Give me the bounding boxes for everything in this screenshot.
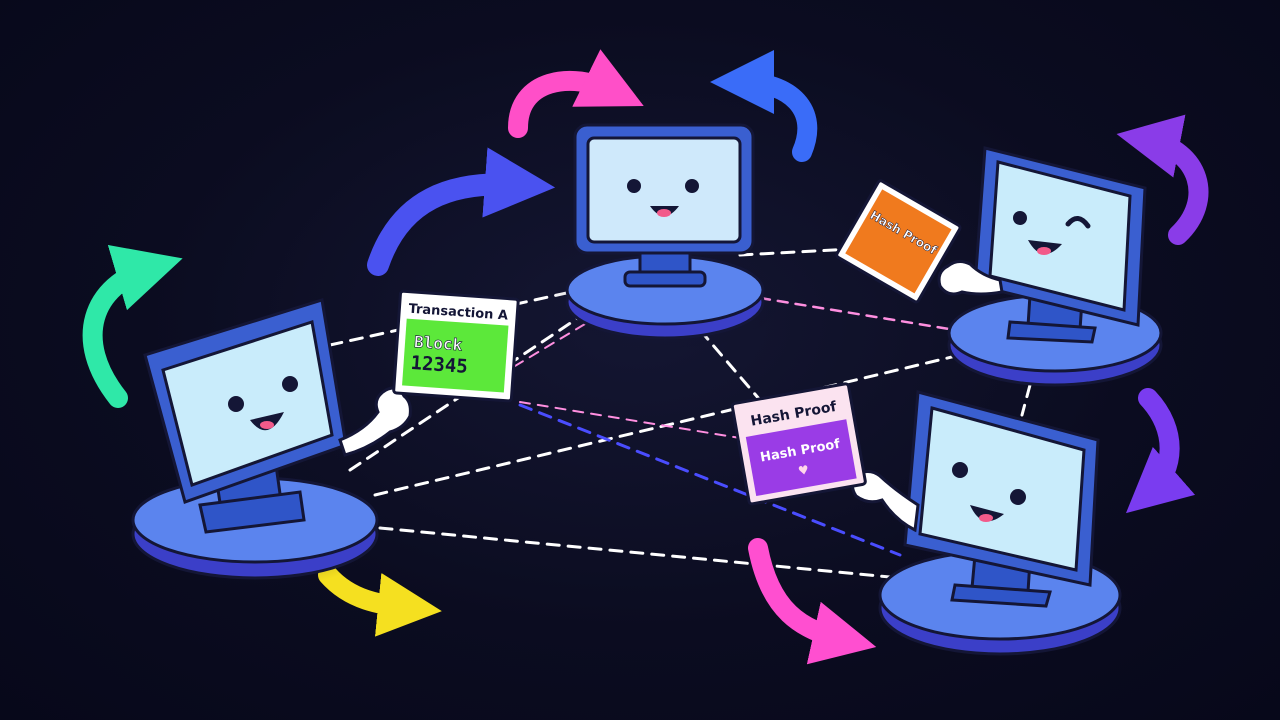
arrow-magenta-icon bbox=[748, 538, 877, 665]
monitor-foot bbox=[623, 270, 707, 288]
monitor-screen bbox=[918, 406, 1086, 572]
hash-proof-card-orange: Hash Proof bbox=[835, 179, 962, 304]
card-fill bbox=[745, 419, 857, 497]
monitor-screen bbox=[988, 160, 1132, 312]
connection-line bbox=[1020, 383, 1032, 417]
hand-icon bbox=[338, 386, 412, 457]
transaction-card: Transaction A Block 12345 bbox=[392, 289, 520, 403]
monitor-foot bbox=[198, 490, 306, 534]
arrow-green-icon bbox=[82, 244, 183, 408]
card-fill bbox=[402, 318, 509, 393]
hand-icon bbox=[937, 259, 1004, 296]
eye-icon bbox=[627, 179, 641, 193]
mouth-icon bbox=[970, 505, 1004, 522]
connection-line bbox=[519, 401, 741, 439]
tongue-icon bbox=[657, 209, 671, 217]
eye-icon bbox=[685, 179, 699, 193]
computer-node-right-bottom bbox=[851, 390, 1135, 656]
network-connections bbox=[328, 246, 1032, 580]
arrow-pink-icon bbox=[508, 49, 644, 138]
heart-icon: ♥ bbox=[797, 463, 810, 479]
eye-icon bbox=[1010, 489, 1026, 505]
monitor-foot bbox=[1006, 320, 1097, 344]
eye-icon bbox=[228, 396, 244, 412]
arrow-purple-icon bbox=[1116, 114, 1209, 245]
eye-icon bbox=[282, 376, 298, 392]
connection-line bbox=[373, 353, 962, 497]
computer-node-top bbox=[545, 123, 785, 350]
arrow-blue-icon bbox=[367, 147, 556, 276]
hash-proof-card-purple: Hash Proof Hash Proof ♥ bbox=[730, 382, 867, 506]
tongue-icon bbox=[260, 421, 274, 429]
arrow-blue-icon bbox=[710, 50, 818, 162]
card-fill bbox=[845, 189, 952, 294]
arrow-yellow-icon bbox=[318, 565, 442, 637]
connection-line bbox=[698, 328, 762, 402]
monitor-screen bbox=[586, 136, 742, 244]
computer-node-right-top bbox=[935, 146, 1175, 388]
connection-line bbox=[378, 526, 902, 580]
eye-icon bbox=[952, 462, 968, 478]
connection-line bbox=[518, 403, 902, 557]
connection-line bbox=[758, 296, 957, 332]
eye-icon bbox=[1013, 211, 1027, 225]
tongue-icon bbox=[979, 514, 993, 522]
computer-node-left bbox=[115, 298, 412, 588]
monitor-foot bbox=[950, 583, 1052, 608]
tongue-icon bbox=[1037, 247, 1051, 255]
card-line2: 12345 bbox=[410, 352, 469, 378]
flow-arrows bbox=[82, 49, 1209, 665]
card-title: Transaction A bbox=[408, 302, 508, 324]
card-line1: Block bbox=[413, 332, 463, 354]
monitor-screen bbox=[161, 320, 334, 487]
wink-eye-icon bbox=[1065, 216, 1091, 229]
connection-line bbox=[348, 308, 592, 472]
arrow-purple-icon bbox=[1125, 388, 1196, 514]
